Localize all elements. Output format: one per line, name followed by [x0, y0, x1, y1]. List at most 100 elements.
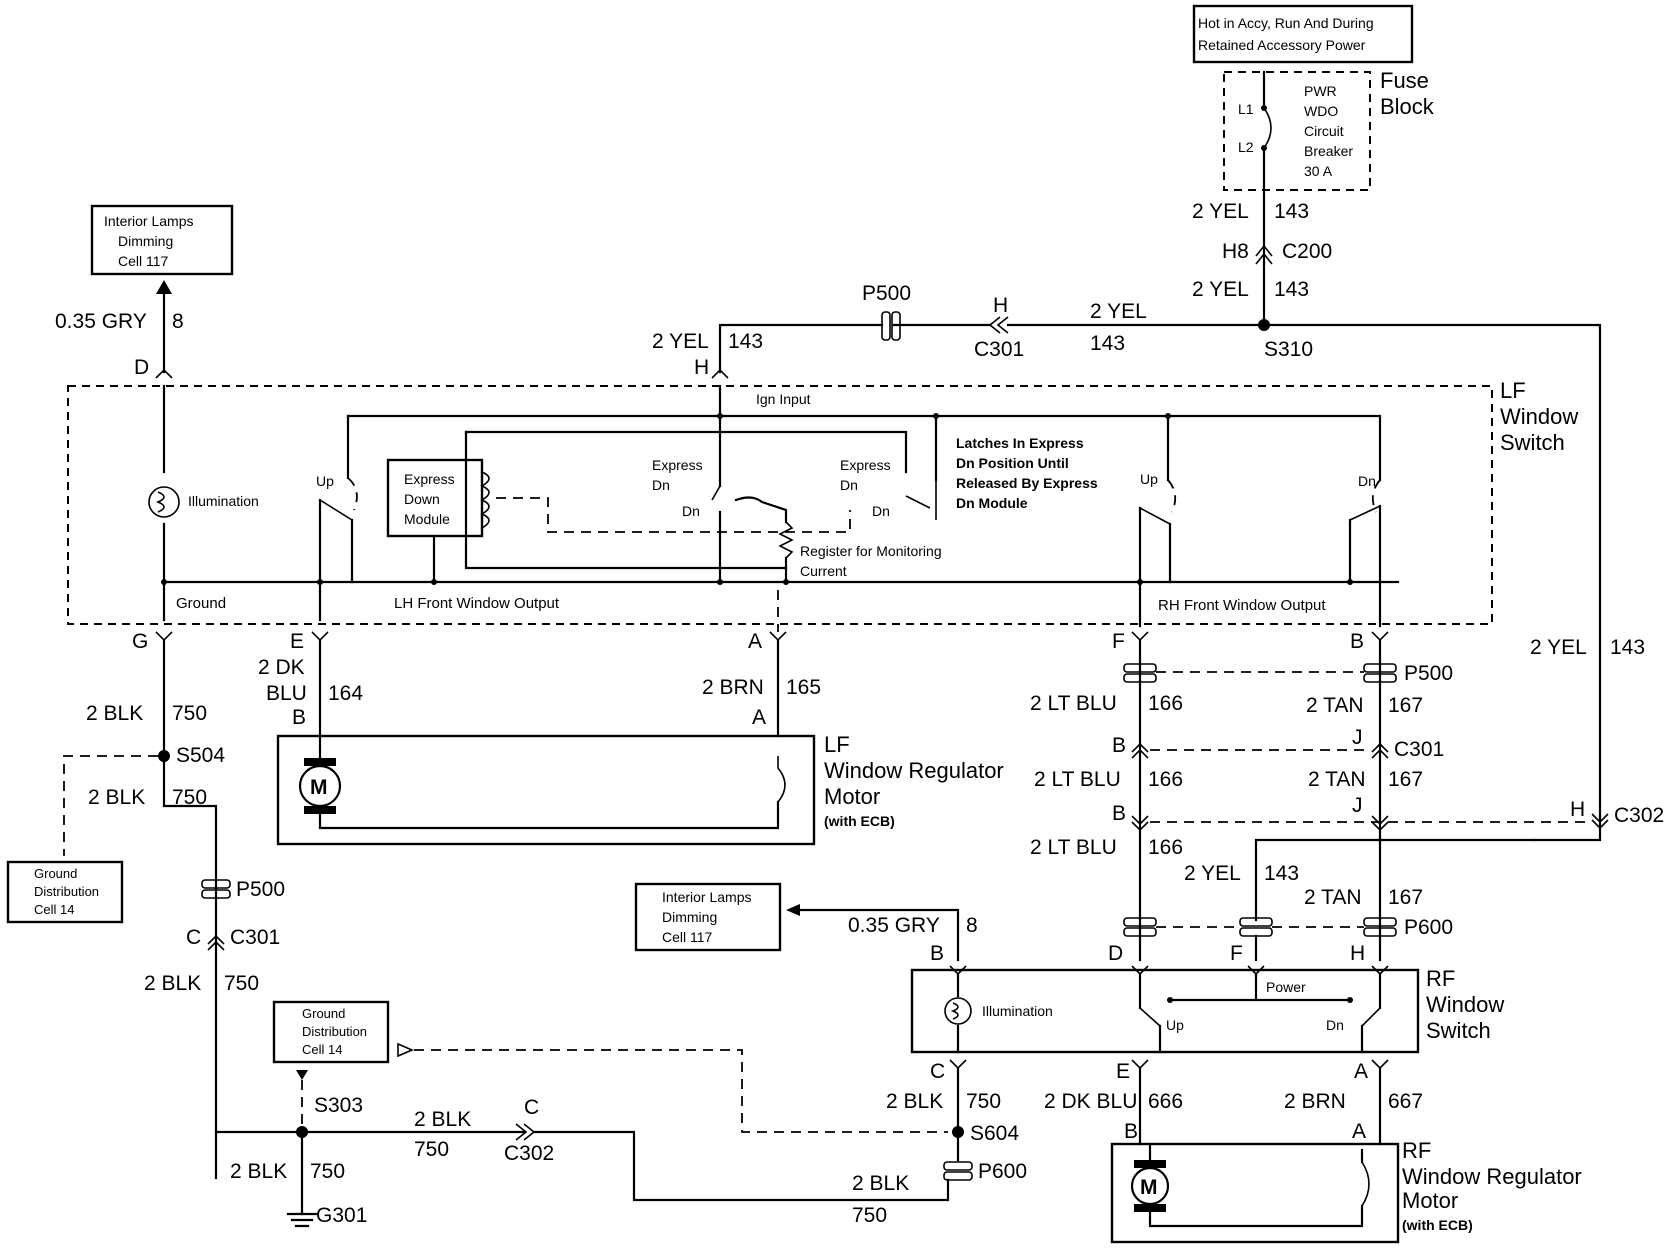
lbl-dkblu-b: 2 DK BLU: [1044, 1090, 1137, 1113]
rf-window-switch: B D F H RF Window Switch Illumination Up…: [910, 942, 1504, 1054]
lbl-a-pin: A: [748, 630, 762, 653]
p500-top-icon: [881, 311, 891, 341]
lbl-j-c301: J: [1352, 726, 1363, 749]
lbl-c302-right: C302: [1614, 804, 1664, 827]
ref-gnd-mid-l2: Distribution: [302, 1024, 367, 1039]
lbl-f-pin: F: [1112, 630, 1125, 653]
lbl-h-c301: H: [993, 294, 1008, 317]
cb-label-2: WDO: [1304, 103, 1338, 119]
lbl-a-motor: A: [752, 706, 766, 729]
lbl-s604: S604: [970, 1122, 1019, 1145]
lbl-blk-b: 2 BLK: [88, 786, 145, 809]
lbl-p600-right: P600: [1404, 916, 1453, 939]
lbl-b-c301: B: [1112, 734, 1126, 757]
latch-2: Dn Position Until: [956, 455, 1069, 471]
lbl-h-rf: H: [1350, 942, 1365, 965]
lf-ground: Ground: [176, 595, 226, 612]
lf-motor-m: M: [310, 776, 328, 799]
lbl-n143-a: 143: [1274, 200, 1309, 223]
rf-up: Up: [1166, 1017, 1184, 1033]
exp-dn-b2: Dn: [840, 477, 858, 493]
rf-motor-title3: Motor: [1402, 1188, 1458, 1213]
lbl-n143-c: 143: [1090, 332, 1125, 355]
connector-c200-icon: [1255, 244, 1273, 265]
ref-gnd-mid-l3: Cell 14: [302, 1042, 342, 1057]
register-2: Current: [800, 563, 847, 579]
lbl-blk-e: 2 BLK: [414, 1108, 471, 1131]
rf-switch-title2: Window: [1426, 992, 1504, 1017]
rf-power: Power: [1266, 979, 1306, 995]
lbl-165: 165: [786, 676, 821, 699]
lbl-a-rf: A: [1354, 1060, 1368, 1083]
rf-motor-title2: Window Regulator: [1402, 1164, 1582, 1189]
switch-dn-right-icon: [1349, 505, 1381, 521]
ref-gnd-mid-l1: Ground: [302, 1006, 345, 1021]
lbl-b-rf: B: [930, 942, 944, 965]
latch-3: Released By Express: [956, 475, 1098, 491]
lf-up-left: Up: [316, 473, 334, 489]
pin-d-icon: [155, 368, 173, 379]
lbl-167-b: 167: [1388, 768, 1423, 791]
lbl-s303: S303: [314, 1094, 363, 1117]
lbl-667: 667: [1388, 1090, 1423, 1113]
lbl-c301-top: C301: [974, 338, 1024, 361]
power-source-box: Hot in Accy, Run And During Retained Acc…: [1192, 4, 1414, 64]
lbl-164: 164: [328, 682, 363, 705]
switch-exp-dn-b-icon: [905, 480, 937, 520]
lf-motor-title3: Motor: [824, 784, 880, 809]
lf-switch-title2: Window: [1500, 404, 1578, 429]
lf-motor-title2: Window Regulator: [824, 758, 1004, 783]
rf-illumination-bulb-icon: [944, 997, 972, 1025]
lbl-b-motor: B: [292, 706, 306, 729]
lbl-blk-a: 2 BLK: [86, 702, 143, 725]
p500-right-icon-a: [1123, 663, 1157, 673]
lbl-c-c301: C: [186, 926, 201, 949]
lbl-blk-g: 2 BLK: [852, 1172, 909, 1195]
lf-ecb-icon: [777, 756, 786, 803]
p500-right-icon-b: [1363, 663, 1397, 673]
dn-a: Dn: [682, 503, 700, 519]
lbl-blk-c: 2 BLK: [886, 1090, 943, 1113]
rf-switch-dn-icon: [1361, 1007, 1381, 1027]
exp-dn-a1: Express: [652, 457, 703, 473]
ref-ground-left: Ground Distribution Cell 14: [6, 860, 124, 924]
ref-gnd-left-l2: Distribution: [34, 884, 99, 899]
lbl-y143-a: 2 YEL: [1192, 200, 1249, 223]
lbl-y143-d: 2 YEL: [652, 330, 709, 353]
lbl-166-b: 166: [1148, 768, 1183, 791]
edm-label-3: Module: [404, 511, 450, 527]
lf-window-switch: LF Window Switch Illumination Ign Input …: [67, 378, 1578, 628]
ground-symbol-icon: [286, 1212, 318, 1228]
dn-b: Dn: [872, 503, 890, 519]
ref-dim-mid-l2: Dimming: [662, 909, 717, 925]
cb-label-1: PWR: [1304, 83, 1337, 99]
lbl-n143-e: 143: [1610, 636, 1645, 659]
ref-dim-mid-l3: Cell 117: [662, 929, 713, 945]
lf-switch-title1: LF: [1500, 378, 1526, 403]
wire-143-right: [1262, 323, 1602, 842]
rf-switch-title1: RF: [1426, 966, 1455, 991]
cb-label-3: Circuit: [1304, 123, 1344, 139]
module-coil-icon: [480, 471, 490, 529]
splice-s504: [158, 750, 170, 762]
ref-dim-top-l3: Cell 117: [118, 253, 169, 269]
lbl-h8: H8: [1222, 240, 1249, 263]
lbl-y143-e: 2 YEL: [1530, 636, 1587, 659]
rf-motor-title1: RF: [1402, 1138, 1431, 1163]
lbl-e-pin: E: [290, 630, 304, 653]
lbl-gry-b: 0.35 GRY: [848, 914, 940, 937]
illumination-bulb-icon: [148, 486, 180, 518]
ref-dim-top-l1: Interior Lamps: [104, 213, 193, 229]
monitoring-resistor-icon: [778, 521, 794, 559]
register-1: Register for Monitoring: [800, 543, 942, 559]
lf-up-right: Up: [1140, 471, 1158, 487]
wire-143-to-lf: [718, 323, 884, 374]
lbl-750-g: 750: [852, 1204, 887, 1227]
lbl-tan-c: 2 TAN: [1304, 886, 1362, 909]
rf-switch-title3: Switch: [1426, 1018, 1491, 1043]
lbl-d-rf: D: [1108, 942, 1123, 965]
switch-exp-dn-a-icon: [711, 485, 721, 501]
lbl-g301: G301: [316, 1204, 367, 1227]
